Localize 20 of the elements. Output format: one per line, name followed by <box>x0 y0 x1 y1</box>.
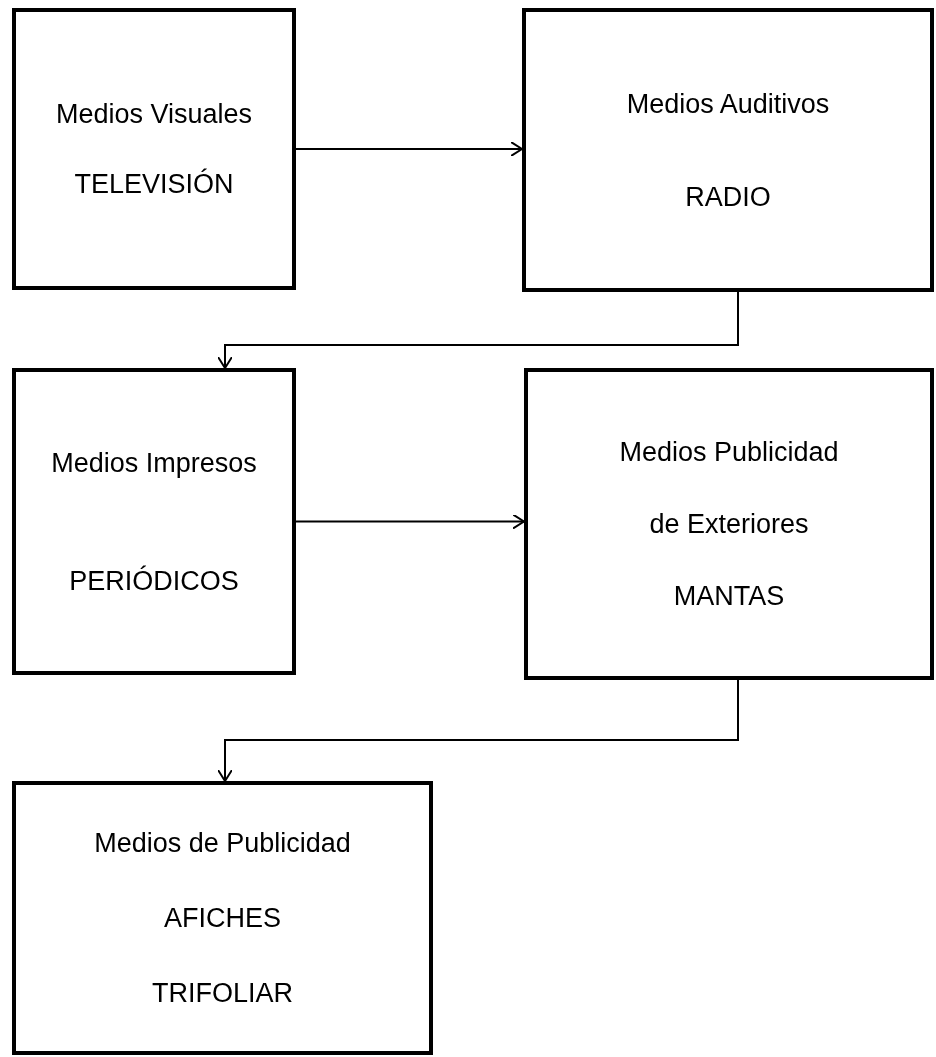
arrow <box>295 141 523 157</box>
box-heading: Medios Auditivos <box>626 87 830 121</box>
box-text: RADIO <box>685 180 771 214</box>
box-text: PERIÓDICOS <box>69 564 239 598</box>
box-text: MANTAS <box>673 580 785 613</box>
box-heading: Medios de Publicidad <box>94 826 351 860</box>
box <box>522 8 934 292</box>
box-heading: Medios Impresos <box>51 446 257 480</box>
arrow <box>217 291 739 369</box>
box <box>12 781 433 1055</box>
box <box>524 368 934 680</box>
box-heading: Medios Visuales <box>55 98 253 131</box>
box-text: TELEVISIÓN <box>74 167 234 201</box>
box <box>12 8 296 290</box>
arrow <box>295 513 525 530</box>
box <box>12 368 296 675</box>
box-text: TRIFOLIAR <box>152 976 293 1010</box>
box-heading: Medios Publicidad de Exteriores <box>618 436 840 541</box>
box-text: AFICHES <box>164 901 281 935</box>
arrow <box>217 679 739 782</box>
